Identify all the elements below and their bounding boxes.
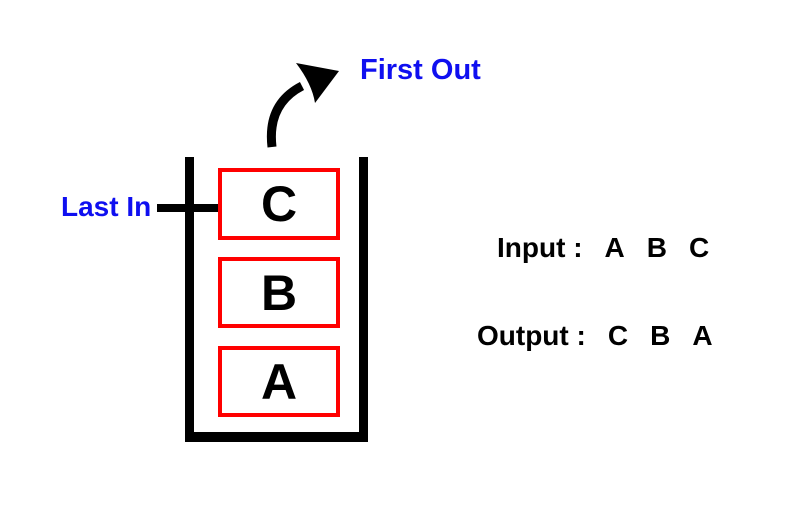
stack-container (185, 157, 368, 442)
first-out-label: First Out (360, 54, 481, 86)
stack-item-label: C (260, 176, 298, 232)
output-item: A (692, 320, 713, 351)
pop-arrow-icon (266, 63, 339, 148)
output-row: Output : C B A (477, 322, 713, 350)
input-item: A (604, 232, 625, 263)
input-row: Input : A B C (497, 234, 709, 262)
input-item: B (646, 232, 667, 263)
output-label: Output : (477, 320, 586, 351)
output-item: B (650, 320, 671, 351)
output-item: C (607, 320, 629, 351)
stack-item-top: C (218, 168, 340, 240)
stack-item-label: B (260, 264, 298, 321)
last-in-label: Last In (61, 191, 152, 222)
input-label: Input : (497, 232, 583, 263)
stack-item-middle: B (218, 257, 340, 328)
input-item: C (689, 232, 710, 263)
stack-item-label: A (260, 353, 298, 410)
stack-item-bottom: A (218, 346, 340, 417)
